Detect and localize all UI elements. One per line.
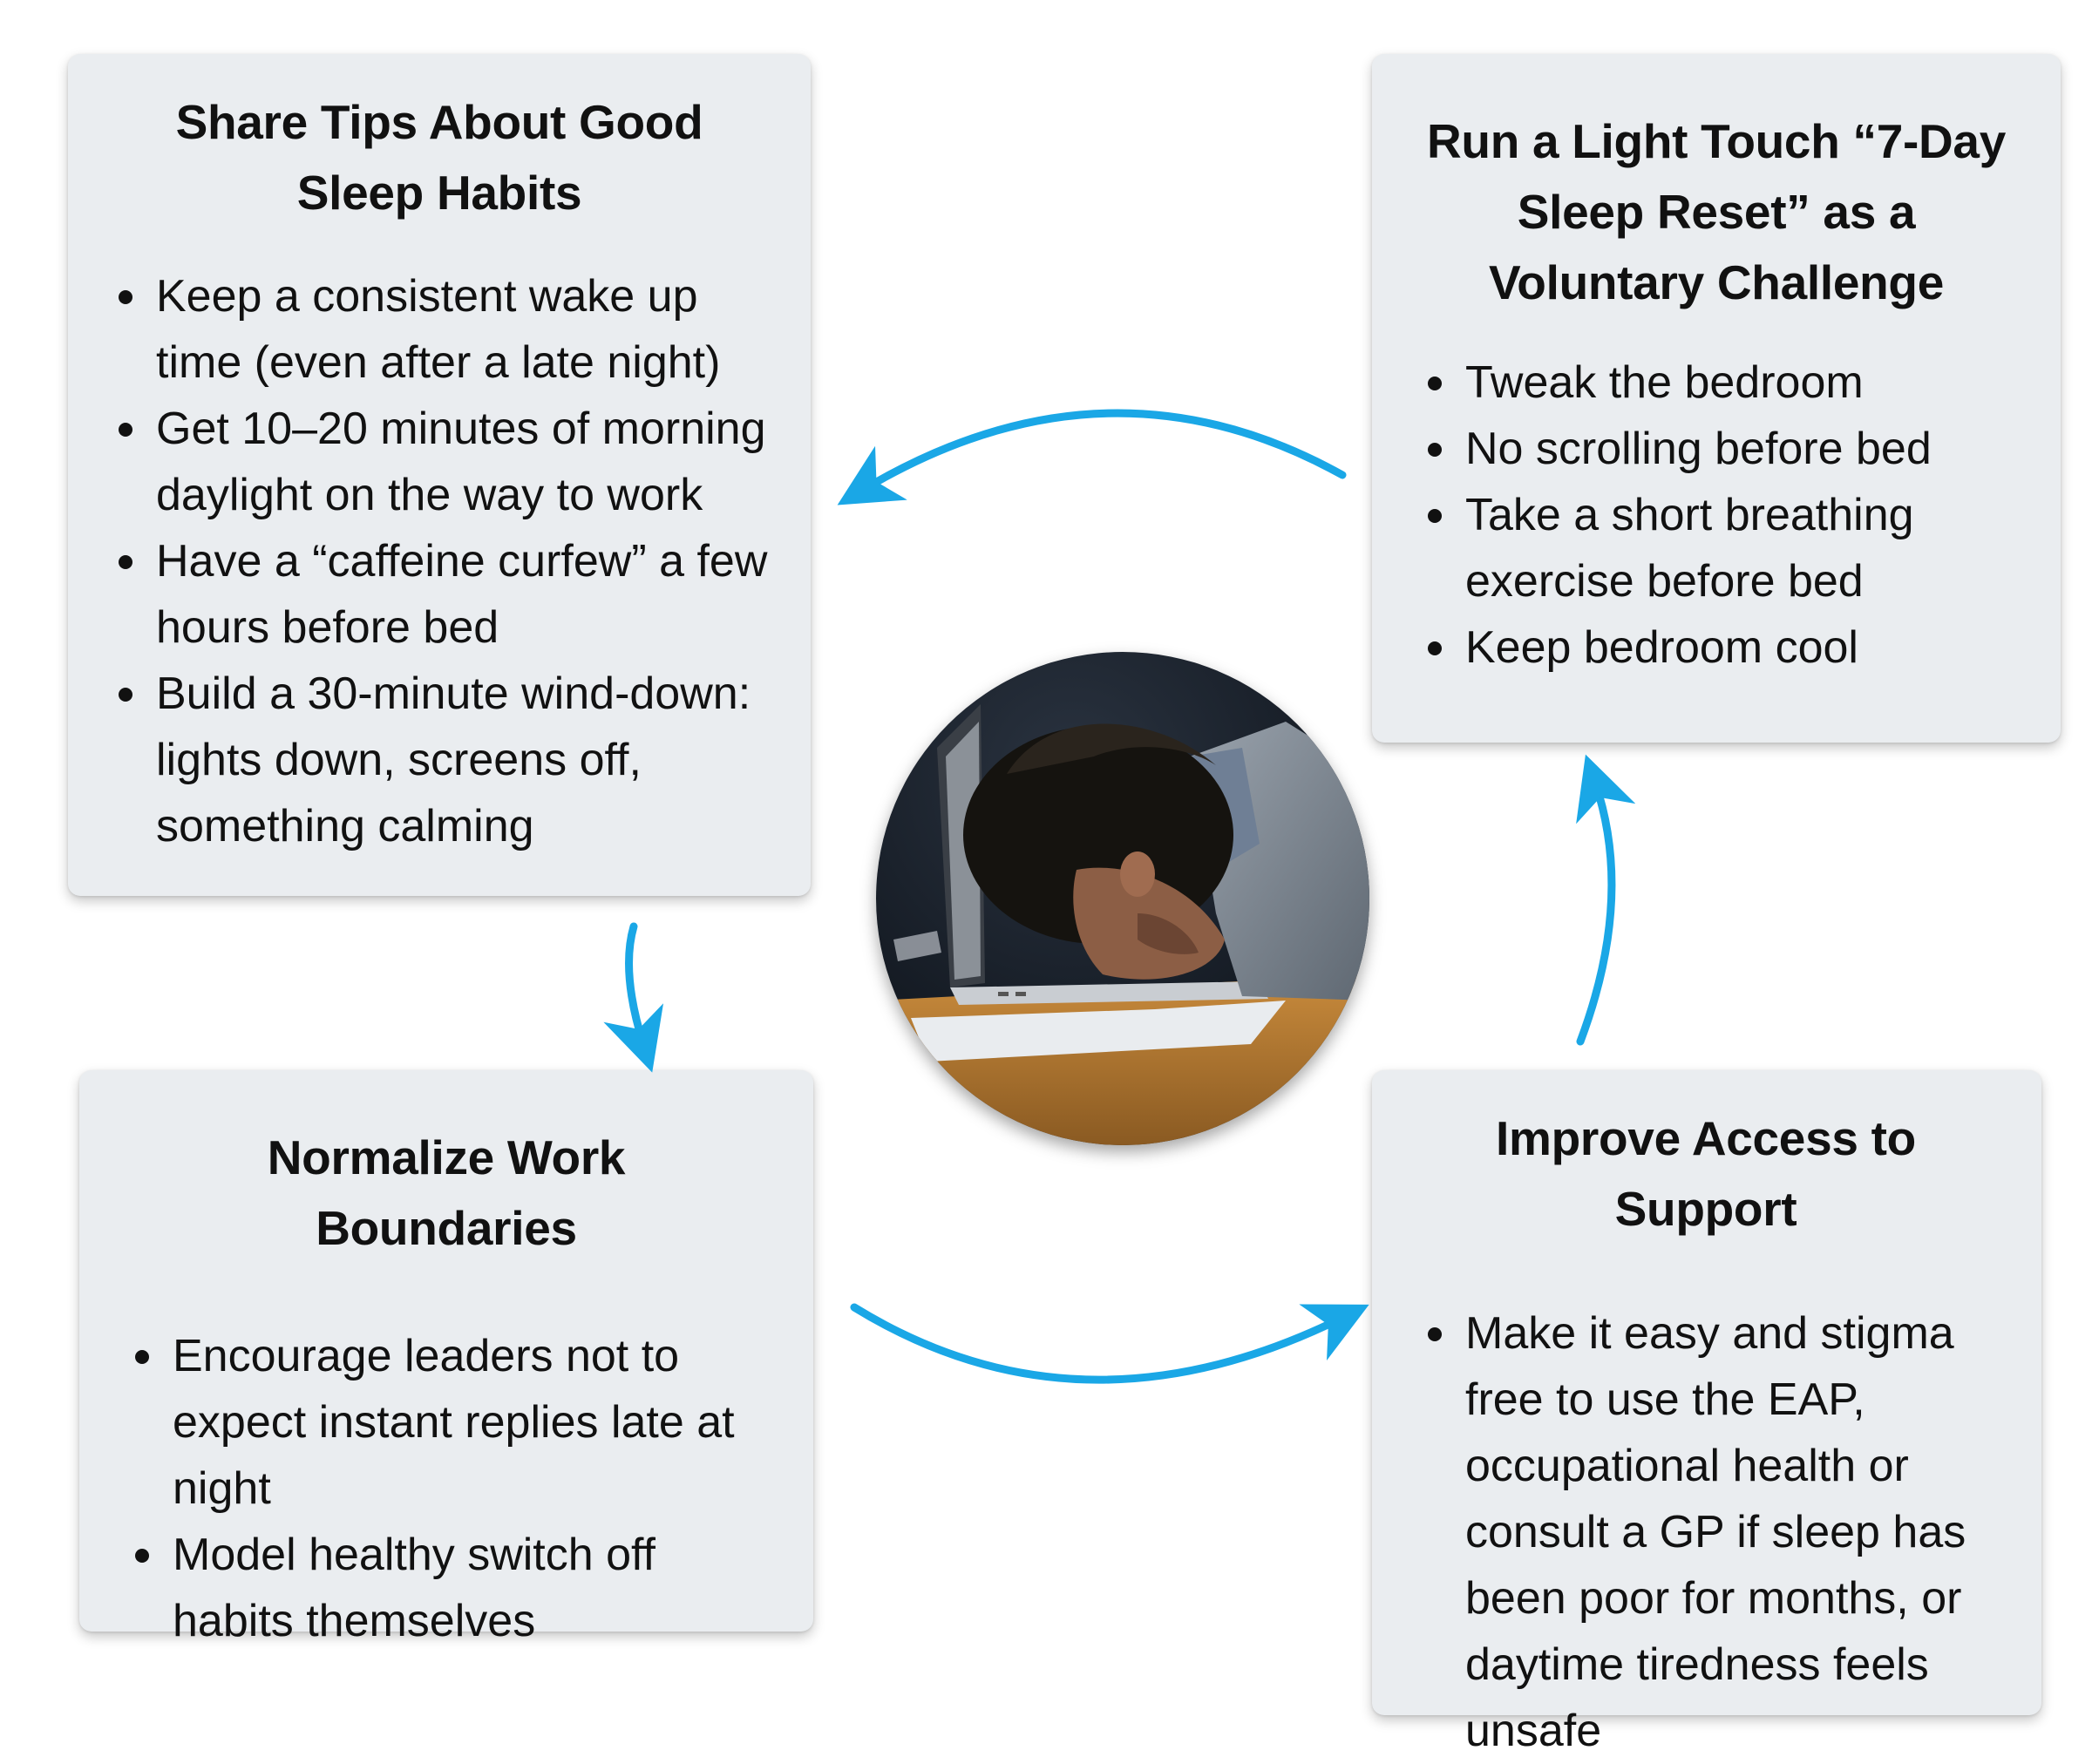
card-title: Normalize Work Boundaries (267, 1130, 626, 1255)
arrow-left-down (603, 922, 664, 1073)
list-item: Model healthy switch off habits themselv… (132, 1522, 787, 1654)
card-share-sleep-tips: Share Tips About Good Sleep Habits Keep … (68, 54, 811, 896)
tired-worker-illustration (876, 652, 1369, 1145)
list-item: Have a “caffeine curfew” a few hours bef… (115, 528, 788, 661)
list-item: Make it easy and stigma free to use the … (1424, 1300, 2019, 1764)
arrow-top-to-left (837, 409, 1347, 505)
bullet-list: Keep a consistent wake up time (even aft… (115, 263, 788, 859)
card-access-support: Improve Access to Support Make it easy a… (1372, 1070, 2041, 1756)
bullet-list: Encourage leaders not to expect instant … (132, 1323, 787, 1654)
arrow-bottom-to-right (850, 1303, 1369, 1384)
list-item: Keep bedroom cool (1424, 614, 2040, 681)
list-item: Get 10–20 minutes of morning daylight on… (115, 396, 788, 528)
bullet-list: Make it easy and stigma free to use the … (1424, 1300, 2019, 1764)
list-item: Take a short breathing exercise before b… (1424, 482, 2040, 614)
list-item: No scrolling before bed (1424, 416, 2040, 482)
tired-worker-photo (876, 652, 1369, 1145)
card-title: Share Tips About Good Sleep Habits (175, 95, 703, 220)
card-sleep-reset-challenge: Run a Light Touch “7-Day Sleep Reset” as… (1372, 54, 2061, 743)
list-item: Encourage leaders not to expect instant … (132, 1323, 787, 1522)
list-item: Tweak the bedroom (1424, 349, 2040, 416)
list-item: Build a 30-minute wind-down: lights down… (115, 661, 788, 859)
card-title: Improve Access to Support (1496, 1111, 1916, 1236)
list-item: Keep a consistent wake up time (even aft… (115, 263, 788, 396)
card-title: Run a Light Touch “7-Day Sleep Reset” as… (1427, 114, 2006, 309)
arrow-right-up (1576, 754, 1636, 1046)
bullet-list: Tweak the bedroom No scrolling before be… (1424, 349, 2040, 681)
card-work-boundaries: Normalize Work Boundaries Encourage lead… (79, 1070, 813, 1646)
